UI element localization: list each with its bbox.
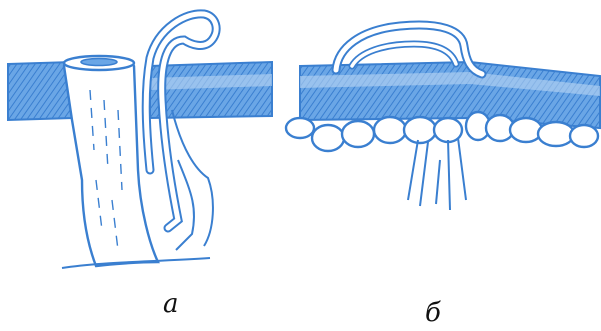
bar-a-right [150, 62, 272, 118]
tube-inner [81, 59, 117, 66]
panel-b [286, 25, 600, 210]
bar-a-left [8, 62, 72, 120]
cord-hook-inner [146, 14, 216, 228]
panel-a [8, 14, 272, 268]
caption-a: а [163, 291, 179, 317]
beaded-cord-left [286, 117, 462, 151]
caption-b: б [425, 300, 441, 326]
hanging-strands [408, 138, 466, 210]
